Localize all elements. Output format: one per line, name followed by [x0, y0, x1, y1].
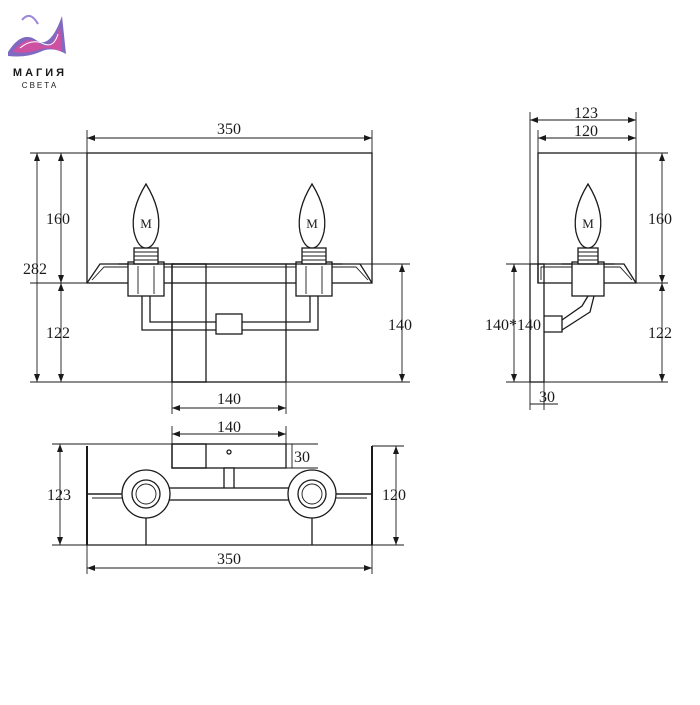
- front-total-height-label: 282: [23, 261, 47, 278]
- side-dim-thickness: 30: [529, 382, 558, 410]
- side-depth-outer-label: 123: [574, 105, 598, 122]
- front-arm-mount: [215, 313, 243, 335]
- top-dim-depth-left: 123: [47, 443, 172, 546]
- front-socket-left: [118, 247, 174, 297]
- side-upper-height-label: 160: [648, 211, 672, 228]
- bulb-mark-left: M: [140, 216, 152, 231]
- side-dim-backplate: 140*140: [485, 263, 541, 383]
- side-bulb-icon: M: [574, 182, 602, 249]
- front-dim-width: 350: [86, 121, 373, 153]
- bulb-mark-right: M: [306, 216, 318, 231]
- brand-logo: МАГИЯ СВЕТА: [8, 14, 67, 90]
- front-backplate-width-label: 140: [217, 391, 241, 408]
- top-depth-left-label: 123: [47, 487, 71, 504]
- front-shade-outline: [86, 152, 373, 284]
- top-dim-width: 350: [86, 545, 373, 574]
- front-dim-heights: 160 282 122: [23, 152, 172, 383]
- top-depth-right-label: 120: [382, 487, 406, 504]
- top-backplate-depth-label: 30: [294, 449, 310, 466]
- top-view: 140 30 123 120: [47, 419, 406, 574]
- front-dim-backplate-width: 140: [171, 382, 287, 414]
- side-backplate: [529, 263, 545, 383]
- front-upper-height-label: 160: [46, 211, 70, 228]
- front-lower-height-label: 122: [46, 325, 70, 342]
- front-view: M M 350 160 282 122: [23, 121, 412, 414]
- top-socket-left-icon: [87, 469, 171, 545]
- logo-subtitle: СВЕТА: [22, 81, 58, 90]
- top-backplate: [171, 443, 287, 469]
- front-socket-right: [286, 247, 342, 297]
- side-dim-heights: 160 122: [544, 152, 672, 383]
- side-backplate-size-label: 140*140: [485, 317, 541, 334]
- side-dim-depth: 123 120: [529, 105, 637, 264]
- front-bulb-right-icon: M: [298, 182, 326, 249]
- bulb-mark-side: M: [582, 216, 594, 231]
- top-dim-depth-right: 120: [372, 445, 406, 546]
- top-backplate-width-label: 140: [217, 419, 241, 436]
- side-thickness-label: 30: [539, 389, 555, 406]
- top-width-label: 350: [217, 551, 241, 568]
- side-depth-inner-label: 120: [574, 123, 598, 140]
- front-backplate-height-label: 140: [388, 317, 412, 334]
- top-dim-backplate-depth: 30: [286, 443, 318, 469]
- top-dim-backplate-width: 140: [171, 419, 287, 444]
- side-lower-height-label: 122: [648, 325, 672, 342]
- top-socket-right-icon: [287, 469, 372, 545]
- front-width-label: 350: [217, 121, 241, 138]
- front-dim-backplate-height: 140: [286, 263, 412, 383]
- logo-wave-icon: [8, 14, 66, 57]
- side-view: M 123 120 160 122: [485, 105, 672, 410]
- front-bulb-left-icon: M: [132, 182, 160, 249]
- logo-name: МАГИЯ: [13, 67, 67, 79]
